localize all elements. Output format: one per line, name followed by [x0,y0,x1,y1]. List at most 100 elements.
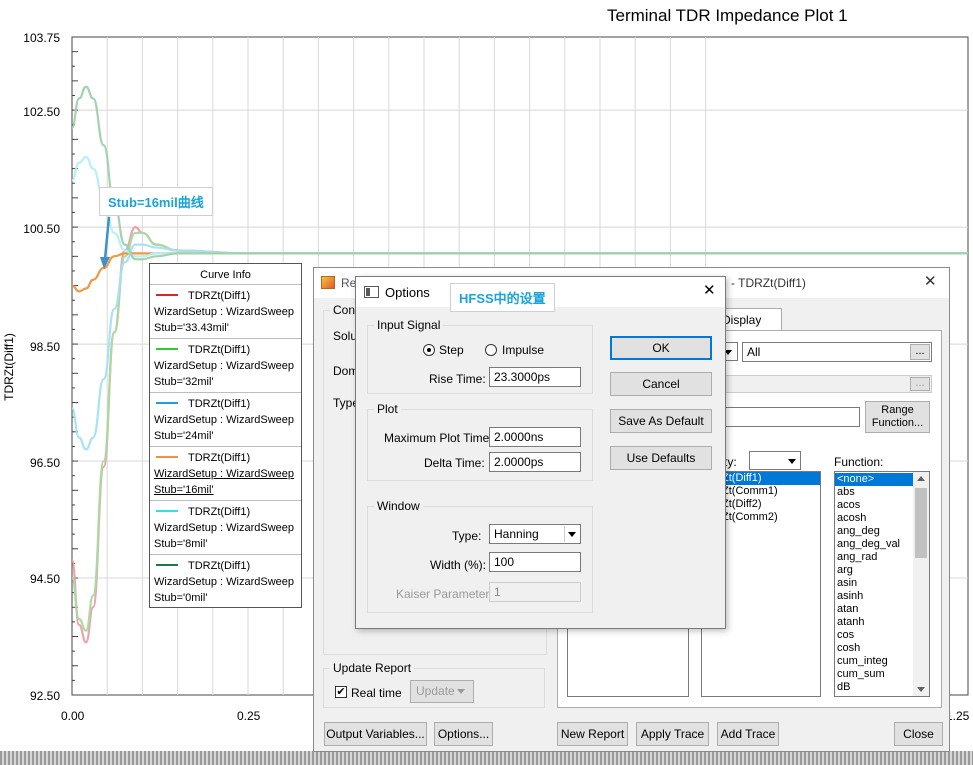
function-list-scrollbar[interactable] [913,472,929,696]
legend-item[interactable]: TDRZt(Diff1) WizardSetup : WizardSweep S… [150,284,301,338]
x-tick-label: 0.25 [237,709,261,723]
list-item[interactable]: dB [837,681,851,693]
step-label: Step [439,343,464,357]
plot-series [70,85,968,644]
kaiser-label: Kaiser Parameter: [396,587,493,601]
cancel-button[interactable]: Cancel [610,372,712,396]
legend-trace-name: TDRZt(Diff1) [188,452,251,464]
category-input[interactable]: All [742,342,932,362]
list-item[interactable]: cum_sum [837,668,885,680]
list-item[interactable]: asinh [837,590,864,602]
update-report-group: Update Report ✔ Real time Update [323,661,545,708]
list-item[interactable]: Zt(Diff1) [702,472,820,485]
expression-field[interactable] [718,407,860,427]
y-tick-label: 92.50 [29,689,60,703]
width-input[interactable]: 100 [489,552,581,572]
y-tick-label: 103.75 [23,31,60,45]
max-plot-time-label: Maximum Plot Time: [384,431,493,445]
list-item[interactable]: atanh [837,616,865,628]
callout-arrow [100,216,111,269]
close-icon[interactable]: ✕ [703,282,716,299]
legend-item[interactable]: TDRZt(Diff1) WizardSetup : WizardSweep S… [150,554,301,608]
close-button[interactable]: Close [894,722,943,746]
y-tick-label: 98.50 [29,340,60,354]
list-item[interactable]: Zt(Diff2) [722,498,762,510]
list-item[interactable]: ang_deg [837,525,880,537]
quantity-filter-dropdown[interactable] [749,451,801,470]
expression-ellipsis-button[interactable]: ... [910,377,930,391]
new-report-button[interactable]: New Report [557,722,628,746]
chevron-down-icon [788,459,796,464]
legend-item[interactable]: TDRZt(Diff1) WizardSetup : WizardSweep S… [150,500,301,554]
list-item[interactable]: ang_rad [837,551,878,563]
list-item[interactable]: <none> [835,473,913,486]
realtime-checkbox[interactable]: ✔ [335,686,347,698]
list-item[interactable]: acosh [837,512,867,524]
range-function-button[interactable]: Range Function... [865,401,930,433]
legend-stub: Stub='8mil' [154,538,208,550]
input-signal-label: Input Signal [374,318,444,332]
legend-setup: WizardSetup : WizardSweep [154,576,294,588]
list-item[interactable]: asin [837,577,858,589]
list-item[interactable]: acos [837,499,861,511]
x-tick-label: 1.25 [946,709,970,723]
legend-stub: Stub='0mil' [154,592,208,604]
window-icon [364,286,379,298]
window-group: Window Type: Hanning Width (%): 100 Kais… [367,499,593,613]
output-variables-button[interactable]: Output Variables... [324,722,427,746]
legend-item[interactable]: TDRZt(Diff1) WizardSetup : WizardSweep S… [150,392,301,446]
ok-button[interactable]: OK [610,336,712,360]
y-tick-label: 94.50 [29,572,60,586]
tab-display[interactable]: Display [717,308,782,331]
close-icon[interactable]: ✕ [924,273,937,290]
y-axis-label: TDRZt(Diff1) [2,333,16,401]
legend-stub: Stub='33.43mil' [154,322,229,334]
list-item[interactable]: ang_deg_val [837,538,901,550]
function-list[interactable]: <none> abs acos acosh ang_deg ang_deg_va… [834,471,930,697]
impulse-radio[interactable] [485,344,497,356]
update-button[interactable]: Update [410,680,474,703]
legend-trace-name: TDRZt(Diff1) [188,560,251,572]
add-trace-button[interactable]: Add Trace [717,722,779,746]
list-item[interactable]: Zt(Comm1) [722,485,778,497]
legend-item[interactable]: TDRZt(Diff1) WizardSetup : WizardSweep S… [150,338,301,392]
category-ellipsis-button[interactable]: ... [910,344,930,360]
delta-time-input[interactable]: 2.0000ps [489,452,581,472]
category-value: All [747,345,761,359]
list-item[interactable]: arg [837,564,853,576]
legend-swatch [156,348,178,350]
expression-input[interactable] [718,375,932,393]
list-item[interactable]: cosh [837,642,861,654]
type-label: Type [333,396,360,410]
list-item[interactable]: cos [837,629,855,641]
realtime-label: Real time [351,686,402,700]
legend-swatch [156,564,178,566]
y-tick-label: 102.50 [23,105,60,119]
list-item[interactable]: abs [837,486,855,498]
report-title-fragment: Re [341,276,357,290]
list-item[interactable]: atan [837,603,859,615]
window-type-select[interactable]: Hanning [489,524,581,544]
scroll-down-icon[interactable] [917,687,925,692]
x-tick-label: 0.00 [61,709,85,723]
scroll-up-icon[interactable] [917,476,925,481]
rise-time-input[interactable]: 23.3000ps [489,367,581,387]
kaiser-input[interactable]: 1 [489,582,581,602]
legend-item[interactable]: TDRZt(Diff1) WizardSetup : WizardSweep S… [150,446,301,500]
plot-group-label: Plot [374,402,401,416]
apply-trace-button[interactable]: Apply Trace [636,722,709,746]
legend-setup: WizardSetup : WizardSweep [154,414,294,426]
legend-trace-name: TDRZt(Diff1) [188,290,251,302]
legend-stub: Stub='24mil' [154,430,214,442]
list-item[interactable]: cum_integ [837,655,888,667]
max-plot-time-input[interactable]: 2.0000ns [489,427,581,447]
options-button[interactable]: Options... [434,722,493,746]
use-defaults-button[interactable]: Use Defaults [610,446,712,470]
chevron-down-icon [457,689,465,694]
options-dialog-title: Options [385,285,430,300]
save-as-default-button[interactable]: Save As Default [610,409,712,433]
step-radio[interactable] [423,344,435,356]
legend-trace-name: TDRZt(Diff1) [188,398,251,410]
list-item[interactable]: Zt(Comm2) [722,511,778,523]
scrollbar-thumb[interactable] [915,488,927,558]
